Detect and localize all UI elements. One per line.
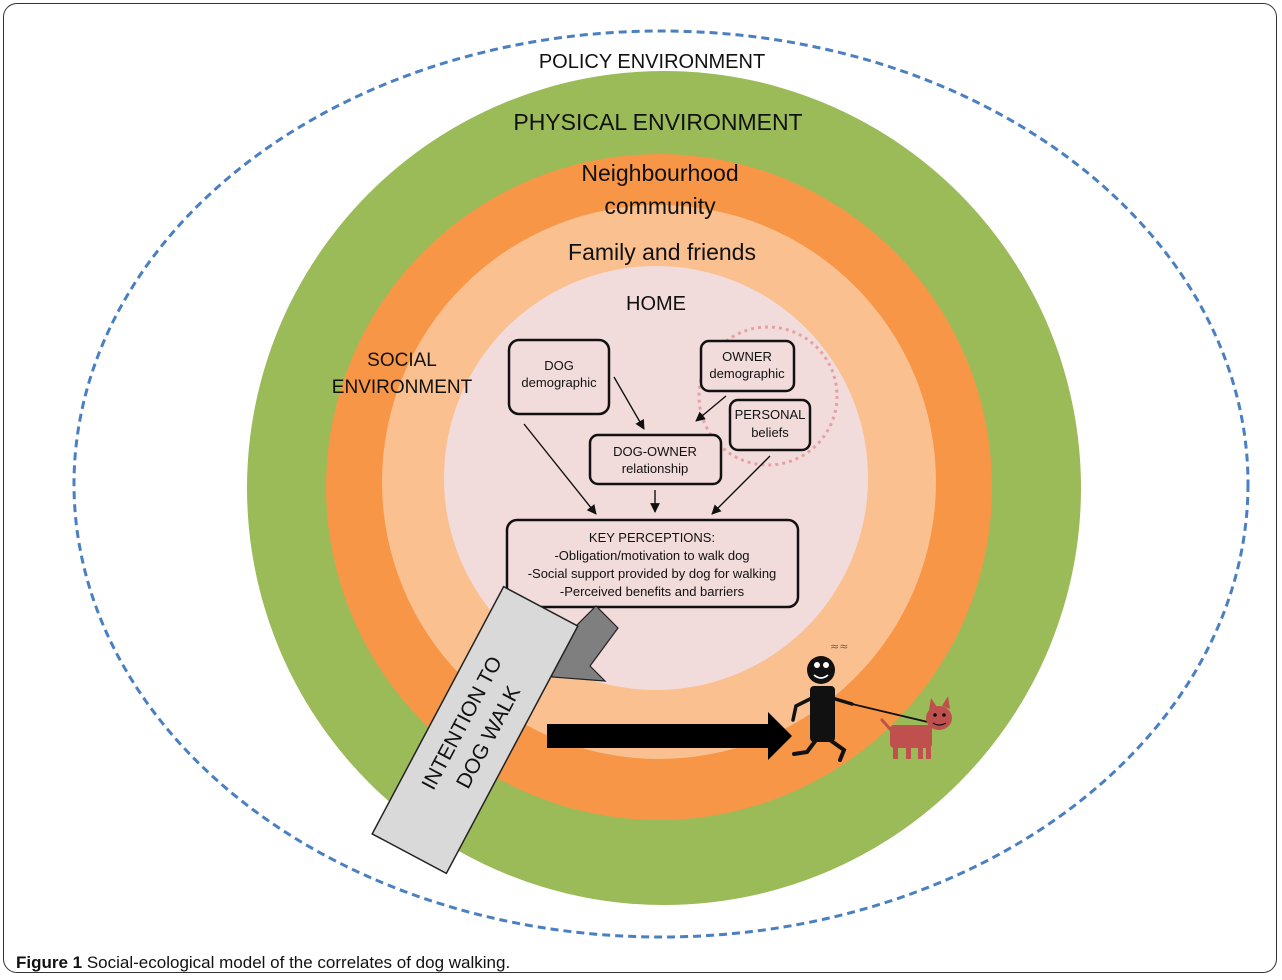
svg-text:DOG-OWNER: DOG-OWNER bbox=[613, 444, 697, 459]
arrow-dog-to-relationship bbox=[613, 376, 645, 430]
svg-text:PERSONAL: PERSONAL bbox=[735, 407, 806, 422]
svg-text:DOG: DOG bbox=[544, 358, 574, 373]
home-label: HOME bbox=[626, 293, 686, 315]
walking-person-icon: ≈≈ bbox=[791, 640, 933, 762]
neighbourhood-label-line1: Neighbourhood bbox=[581, 160, 738, 186]
svg-text:-Perceived benefits and barrie: -Perceived benefits and barriers bbox=[560, 584, 745, 599]
svg-text:-Obligation/motivation to walk: -Obligation/motivation to walk dog bbox=[554, 548, 749, 563]
svg-text:beliefs: beliefs bbox=[751, 425, 789, 440]
svg-text:demographic: demographic bbox=[521, 375, 597, 390]
black-arrow bbox=[547, 712, 792, 760]
arrow-dog-to-perceptions bbox=[523, 423, 597, 515]
svg-text:-Social support provided by do: -Social support provided by dog for walk… bbox=[528, 566, 777, 581]
personal-beliefs-box: PERSONAL beliefs bbox=[728, 398, 812, 452]
owner-highlight-circle bbox=[697, 325, 839, 467]
arrow-beliefs-to-perceptions bbox=[711, 455, 771, 515]
social-environment-line2: ENVIRONMENT bbox=[332, 377, 473, 398]
social-environment-line1: SOCIAL bbox=[367, 350, 437, 371]
arrow-owner-to-relationship bbox=[695, 395, 727, 422]
intention-box: INTENTION TO DOG WALK bbox=[371, 585, 579, 875]
dog-owner-relationship-box: DOG-OWNER relationship bbox=[588, 433, 723, 486]
figure-label: Figure 1 bbox=[16, 953, 83, 972]
svg-text:relationship: relationship bbox=[622, 461, 689, 476]
policy-environment-label: POLICY ENVIRONMENT bbox=[539, 51, 765, 73]
figure-frame: POLICY ENVIRONMENT PHYSICAL ENVIRONMENT … bbox=[3, 3, 1277, 973]
svg-text:KEY PERCEPTIONS:: KEY PERCEPTIONS: bbox=[589, 530, 715, 545]
neighbourhood-label-line2: community bbox=[604, 193, 716, 219]
svg-text:demographic: demographic bbox=[709, 366, 785, 381]
key-perceptions-box: KEY PERCEPTIONS: -Obligation/motivation … bbox=[505, 518, 800, 609]
owner-demographic-box: OWNER demographic bbox=[699, 339, 796, 393]
dog-demographic-box: DOG demographic bbox=[507, 338, 611, 416]
svg-text:≈≈: ≈≈ bbox=[830, 640, 848, 653]
svg-text:OWNER: OWNER bbox=[722, 349, 772, 364]
physical-environment-label: PHYSICAL ENVIRONMENT bbox=[513, 109, 802, 135]
dog-icon bbox=[880, 696, 952, 759]
figure-caption: Figure 1 Social-ecological model of the … bbox=[16, 953, 511, 972]
social-ecological-diagram: POLICY ENVIRONMENT PHYSICAL ENVIRONMENT … bbox=[72, 29, 1250, 939]
family-friends-label: Family and friends bbox=[568, 239, 756, 265]
figure-caption-text: Social-ecological model of the correlate… bbox=[82, 953, 511, 972]
